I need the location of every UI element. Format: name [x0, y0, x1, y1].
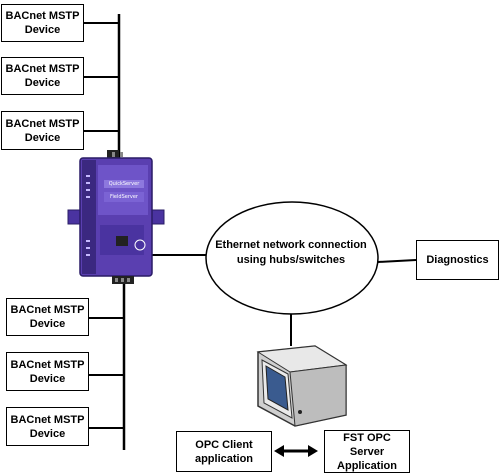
- network-label: Ethernet network connection using hubs/s…: [215, 239, 367, 266]
- bacnet-device-bottom-2: BACnet MSTP Device: [6, 352, 89, 391]
- gateway-brand-label: QuickServer: [108, 181, 140, 187]
- opc-server-box: FST OPC Server Application: [324, 430, 410, 473]
- bacnet-device-bottom-3: BACnet MSTP Device: [6, 407, 89, 446]
- gateway-sub-label: FieldServer: [110, 194, 138, 200]
- quickserver-gateway-icon: [67, 150, 165, 284]
- bacnet-device-top-1: BACnet MSTP Device: [1, 4, 84, 42]
- bacnet-device-bottom-1: BACnet MSTP Device: [6, 298, 89, 336]
- diagnostics-link: [377, 259, 417, 263]
- opc-client-box: OPC Client application: [176, 431, 272, 472]
- bacnet-device-top-2: BACnet MSTP Device: [1, 57, 84, 95]
- computer-monitor-icon: [256, 345, 348, 427]
- double-arrow-icon: [274, 445, 318, 457]
- network-cloud: [205, 201, 379, 315]
- bacnet-device-top-3: BACnet MSTP Device: [1, 111, 84, 150]
- diagnostics-box: Diagnostics: [416, 240, 499, 280]
